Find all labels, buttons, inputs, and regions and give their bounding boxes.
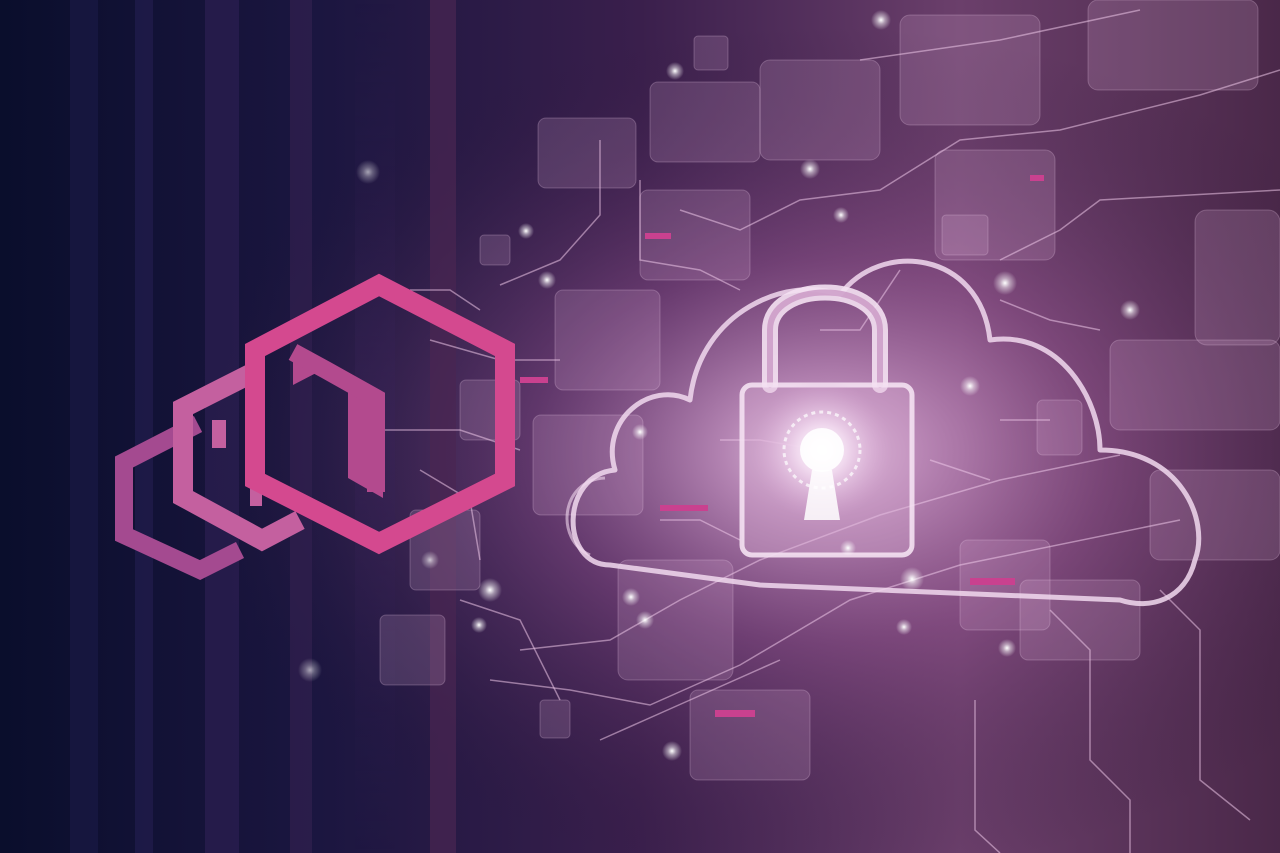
accent-dashes: [520, 175, 1044, 717]
cloud-icon: [565, 258, 1202, 607]
padlock-icon: [739, 284, 915, 558]
circuit-lines: [380, 9, 1280, 853]
vertical-stripes: [70, 0, 456, 853]
light-particles: [298, 10, 1140, 761]
floating-panels: [379, 0, 1280, 781]
hexagon-logo-icon: [115, 273, 515, 580]
